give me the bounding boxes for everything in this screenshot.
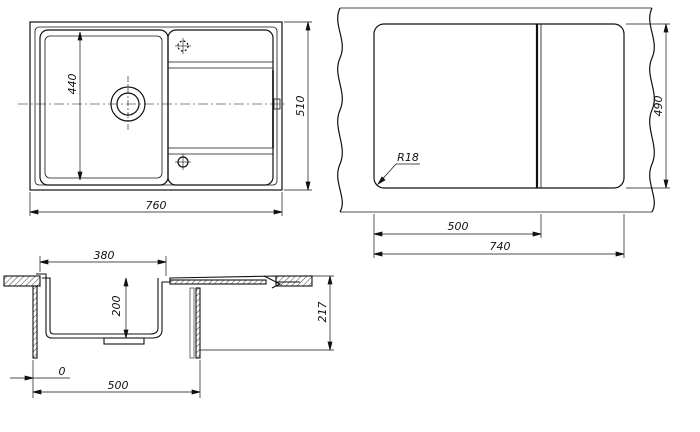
- section-dimensions: [10, 256, 334, 398]
- cutout-outline: [373, 23, 625, 189]
- section-view: [3, 273, 313, 359]
- bowl-height-label: 440: [66, 74, 79, 95]
- section-offset-label: 0: [59, 365, 66, 378]
- cabinet-height-label: 490: [652, 96, 665, 117]
- cabinet-dimensions: [373, 23, 670, 258]
- wavy-right-edge: [649, 7, 655, 213]
- top-height-label: 510: [294, 96, 307, 117]
- cabinet-wall-left: [32, 285, 38, 359]
- radius-label: R18: [397, 151, 419, 164]
- bowl-inner: [44, 35, 163, 179]
- countertop-right: [275, 275, 313, 287]
- section-total-height-label: 217: [316, 302, 329, 323]
- top-view-dimensions: [29, 21, 312, 216]
- section-depth-label: 200: [110, 296, 123, 317]
- top-view: [18, 21, 288, 191]
- wavy-left-edge: [337, 7, 343, 213]
- cutout-width-label: 500: [448, 220, 469, 233]
- cabinet-view: [337, 7, 655, 213]
- sink-inner-rim: [34, 26, 278, 186]
- countertop-left: [3, 275, 41, 287]
- top-width-label: 760: [146, 199, 167, 212]
- section-bowl-width-label: 380: [94, 249, 115, 262]
- bowl-outline: [39, 29, 169, 186]
- cabinet-wall-right: [195, 287, 201, 359]
- drain-section: [103, 337, 145, 345]
- sink-outline: [29, 21, 283, 191]
- section-cabinet-label: 500: [108, 379, 129, 392]
- sink-section: [36, 273, 300, 339]
- cabinet-width-label: 740: [490, 240, 511, 253]
